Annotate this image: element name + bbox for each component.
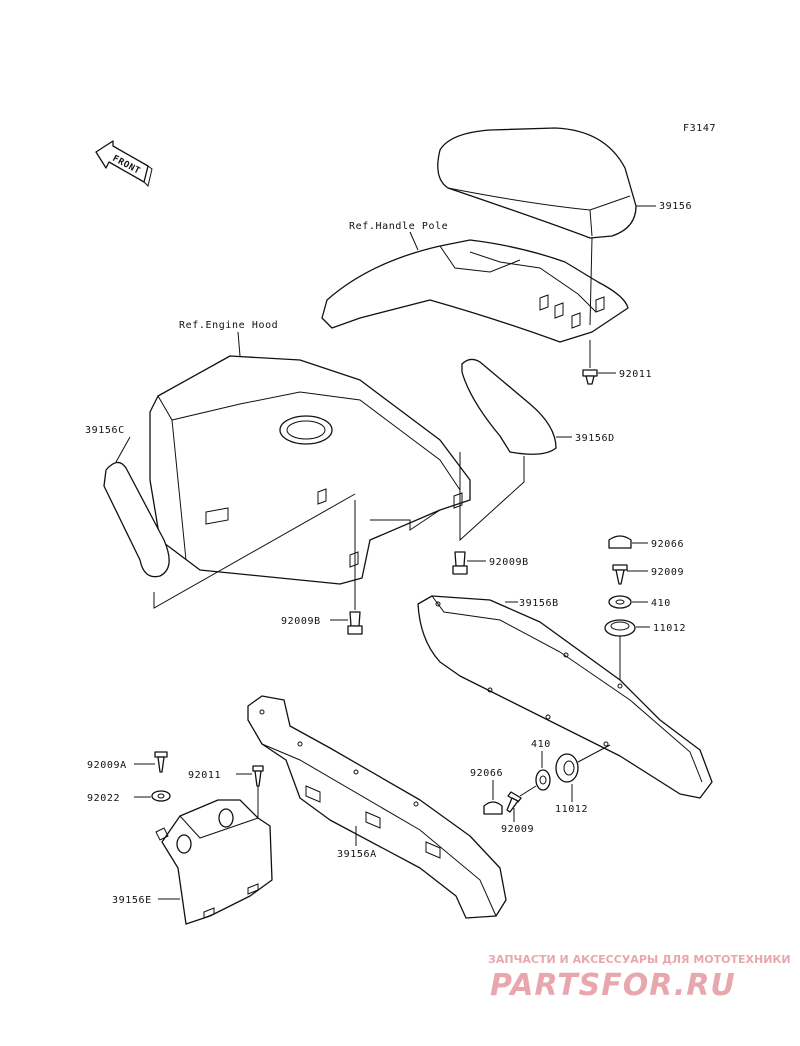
- leader-39156-pole: [589, 237, 593, 326]
- screw-92011-top-icon: [582, 340, 598, 385]
- leader-handle-pole: [409, 231, 419, 251]
- callout-92011-left: 92011: [188, 770, 221, 781]
- cap-92066-mid-icon: [483, 801, 503, 815]
- grommet-11012-top-icon: [604, 619, 636, 680]
- grommet-11012-mid-icon: [555, 744, 611, 783]
- callout-11012-mid: 11012: [555, 804, 588, 815]
- part-39156A-panel: [247, 695, 507, 919]
- callout-92066-mid: 92066: [470, 768, 503, 779]
- callout-39156A: 39156A: [337, 849, 377, 860]
- callout-92066-top: 92066: [651, 539, 684, 550]
- washer-410-mid-icon: [535, 769, 551, 791]
- callout-410-top: 410: [651, 598, 671, 609]
- callout-39156D: 39156D: [575, 433, 615, 444]
- callout-39156B: 39156B: [519, 598, 559, 609]
- watermark-logo: ЗАПЧАСТИ И АКСЕССУАРЫ ДЛЯ МОТОТЕХНИКИ PA…: [488, 953, 791, 1003]
- part-39156E-panel: [155, 799, 273, 925]
- screw-92009-top-icon: [612, 564, 628, 585]
- callout-39156E: 39156E: [112, 895, 152, 906]
- ref-handle-pole: Ref.Handle Pole: [349, 221, 448, 232]
- callout-92009-top: 92009: [651, 567, 684, 578]
- leader-39156C: [115, 436, 131, 463]
- front-arrow-icon: FRONT: [95, 140, 153, 187]
- part-39156C-strip: [103, 461, 170, 578]
- cap-92066-top-icon: [608, 535, 632, 549]
- leader-39156C-mount: [153, 493, 356, 609]
- callout-11012-top: 11012: [653, 623, 686, 634]
- watermark-brand: PARTSFOR.RU: [490, 968, 736, 1003]
- callout-92011-top: 92011: [619, 369, 652, 380]
- leader-engine-hood: [237, 331, 241, 357]
- part-39156B-panel: [417, 595, 713, 799]
- watermark-tagline: ЗАПЧАСТИ И АКСЕССУАРЫ ДЛЯ МОТОТЕХНИКИ: [488, 953, 791, 966]
- screw-92009A-icon: [154, 751, 168, 773]
- handle-pole-reference: [321, 239, 629, 343]
- callout-92009B-right: 92009B: [489, 557, 529, 568]
- part-39156D-strip: [461, 358, 557, 455]
- washer-92022-icon: [151, 790, 171, 802]
- leader-39156D-mount: [459, 452, 525, 542]
- callout-410-mid: 410: [531, 739, 551, 750]
- callout-92009-mid: 92009: [501, 824, 534, 835]
- screw-92009B-left-icon: [347, 500, 363, 635]
- callout-92009B-left: 92009B: [281, 616, 321, 627]
- callout-92009A: 92009A: [87, 760, 127, 771]
- screw-92009-mid-icon: [506, 785, 537, 813]
- part-39156-top-cover: [437, 127, 637, 239]
- screw-92009B-right-icon: [452, 551, 468, 575]
- callout-39156C: 39156C: [85, 425, 125, 436]
- callout-92022: 92022: [87, 793, 120, 804]
- ref-engine-hood: Ref.Engine Hood: [179, 320, 278, 331]
- engine-hood-reference: [149, 355, 471, 585]
- callout-39156: 39156: [659, 201, 692, 212]
- figure-code: F3147: [683, 123, 716, 134]
- washer-410-top-icon: [608, 595, 632, 609]
